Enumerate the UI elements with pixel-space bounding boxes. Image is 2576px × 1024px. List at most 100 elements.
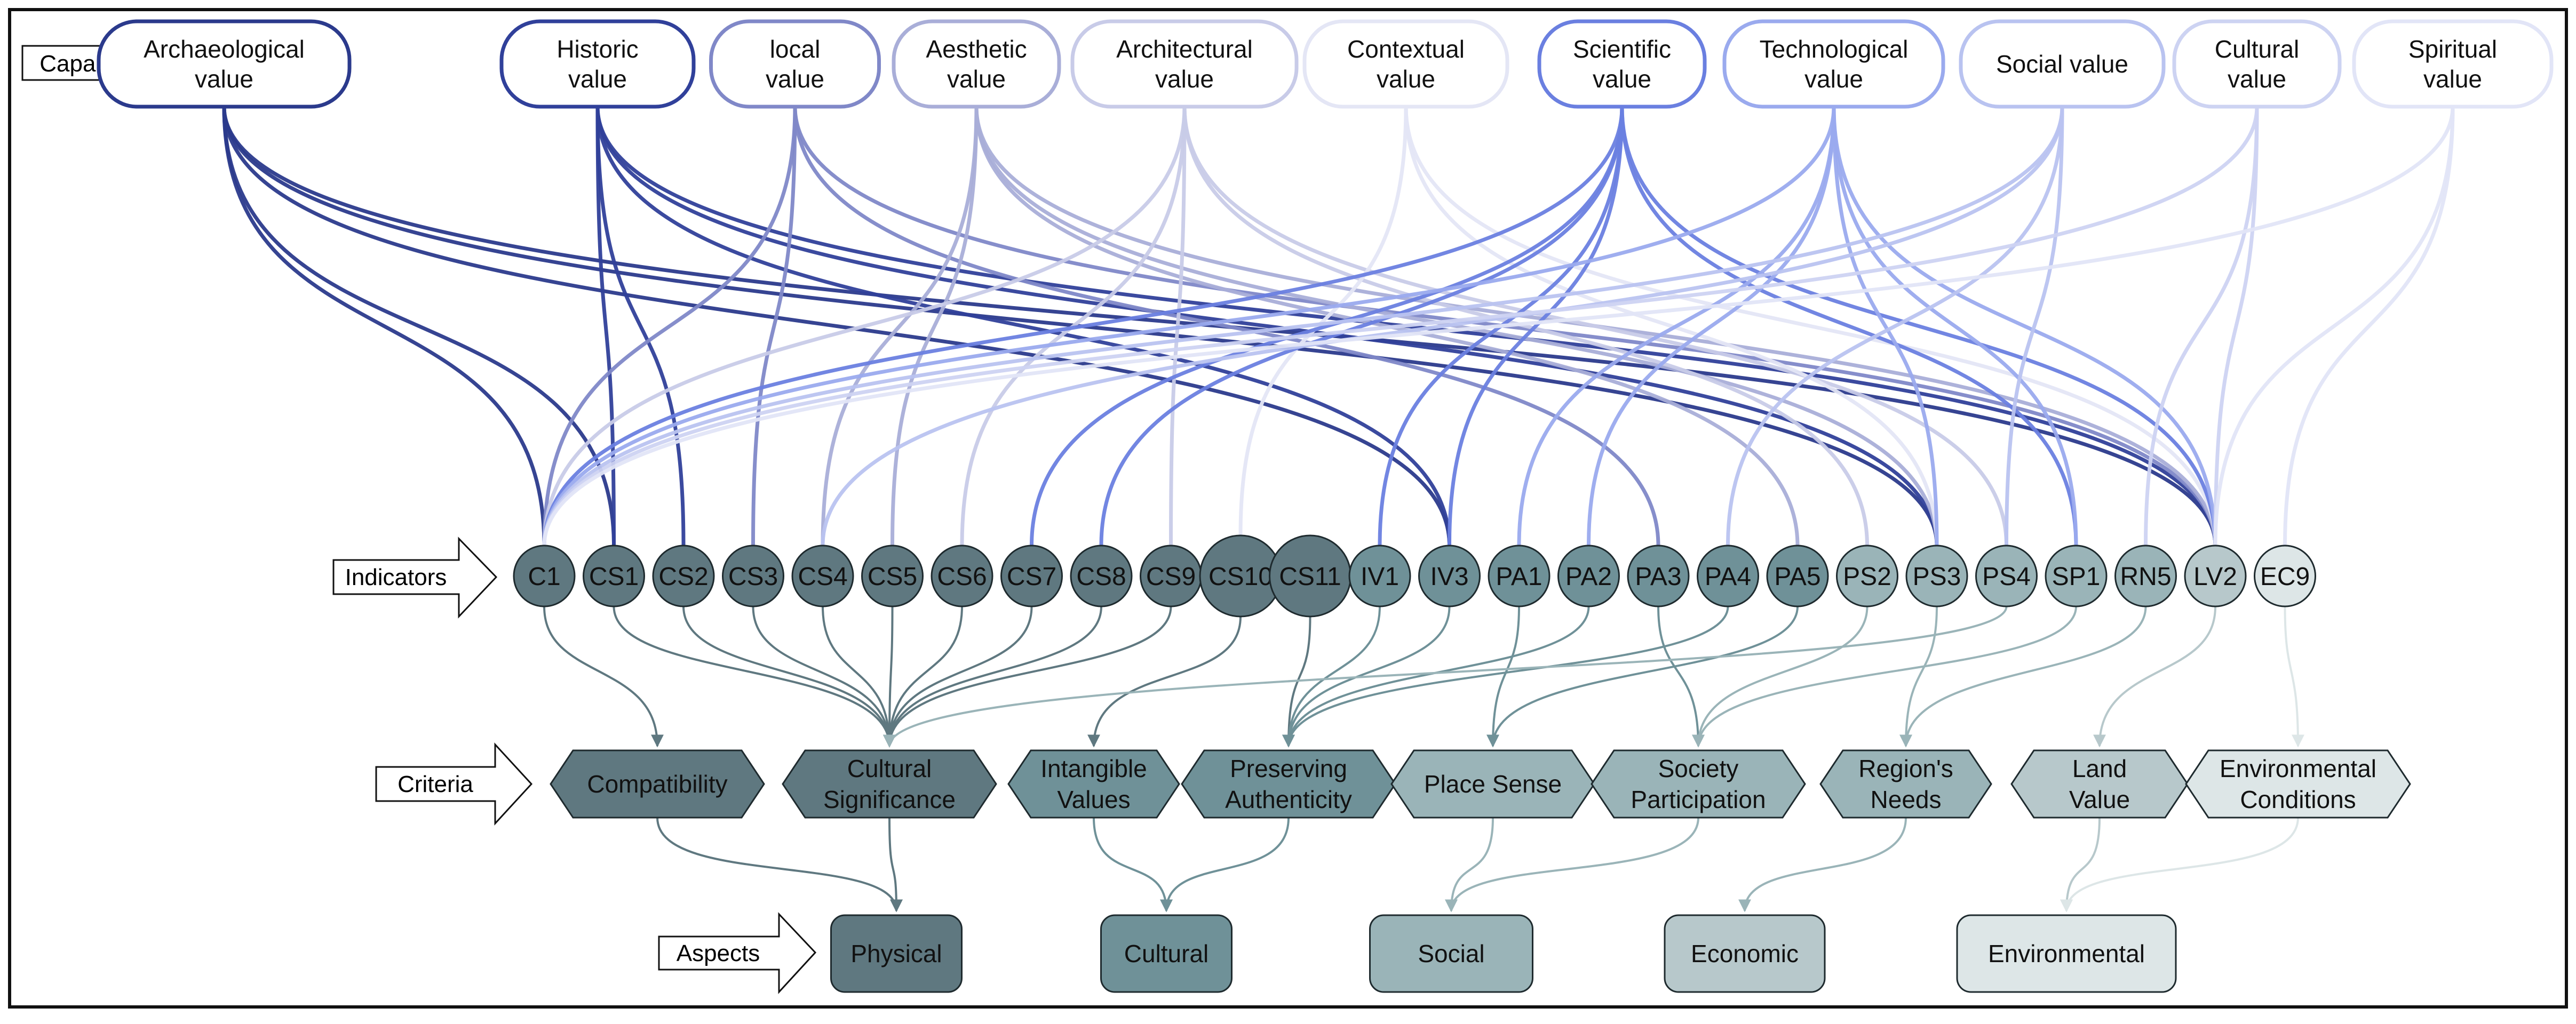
capability-aesthetic-label: value: [947, 65, 1006, 93]
criterion-environmental-conditions-label: Conditions: [2240, 786, 2356, 813]
link-cs9-to-cultural-significance: [883, 606, 1172, 748]
indicator-cs2-circle: [652, 545, 715, 607]
aspect-physical-label: Physical: [850, 940, 942, 967]
indicator-ps2-label: PS2: [1843, 563, 1891, 591]
capability-cultural-label: Cultural: [2215, 35, 2300, 63]
link-architectural-to-ps2: [1182, 106, 1869, 546]
criterion-preserving-authenticity-label: Preserving: [1230, 755, 1347, 782]
criterion-society-participation-label: Society: [1658, 755, 1739, 782]
indicator-lv2: LV2: [2184, 545, 2247, 607]
aspect-environmental: Environmental: [1956, 914, 2177, 993]
link-technological-to-c1: [542, 106, 1836, 546]
link-land-value-to-environmental: [2060, 817, 2101, 913]
link-pa1-to-place-sense: [1486, 606, 1520, 748]
criterion-land-value-label: Value: [2069, 786, 2130, 813]
criterion-land-value-label: Land: [2072, 755, 2127, 782]
criterion-compatibility: Compatibility: [550, 749, 765, 819]
indicator-rn5: RN5: [2114, 545, 2177, 607]
capability-scientific-label: value: [1593, 65, 1651, 93]
indicator-iv3: IV3: [1418, 545, 1481, 607]
indicator-rn5-label: RN5: [2120, 563, 2171, 591]
criterion-intangible-values-label: Intangible: [1040, 755, 1147, 782]
link-pa2-to-preserving-authenticity: [1282, 606, 1590, 748]
link-cs10-to-intangible-values: [1087, 616, 1242, 748]
capability-spiritual-shape: [2352, 19, 2554, 109]
indicator-iv3-label: IV3: [1430, 563, 1468, 591]
link-technological-to-ps3: [1832, 106, 1939, 546]
link-scientific-to-c1: [542, 106, 1624, 546]
aspect-physical-shape: [830, 914, 963, 993]
link-iv3-to-preserving-authenticity: [1282, 606, 1451, 748]
indicator-cs6: CS6: [931, 545, 993, 607]
criterion-regions-needs-shape: [1819, 749, 1992, 819]
link-cs2-to-cultural-significance: [682, 606, 896, 748]
indicator-sp1-label: SP1: [2052, 563, 2101, 591]
capability-social: Social value: [1959, 19, 2166, 109]
indicator-cs4-circle: [791, 545, 854, 607]
indicator-pa5-label: PA5: [1774, 563, 1820, 591]
indicator-ps4: PS4: [1975, 545, 2038, 607]
link-cs7-to-cultural-significance: [883, 606, 1033, 748]
indicator-cs3-label: CS3: [728, 563, 778, 591]
capability-architectural-shape: [1070, 19, 1299, 109]
indicator-ec9-circle: [2254, 545, 2316, 607]
capability-aesthetic-shape: [892, 19, 1061, 109]
link-architectural-to-ps4: [1182, 106, 2008, 546]
criteria-links: [656, 817, 2299, 913]
indicator-cs7: CS7: [1000, 545, 1063, 607]
link-cs1-to-cultural-significance: [613, 606, 896, 748]
capability-cultural-shape: [2172, 19, 2342, 109]
row-label-indicators-text: Indicators: [345, 564, 447, 590]
link-cs6-to-cultural-significance: [883, 606, 963, 748]
capability-local-label: local: [770, 35, 821, 63]
indicator-cs2: CS2: [652, 545, 715, 607]
indicator-ps4-label: PS4: [1982, 563, 2031, 591]
link-preserving-authenticity-to-cultural: [1160, 817, 1290, 913]
indicator-sp1: SP1: [2045, 545, 2108, 607]
criterion-environmental-conditions-shape: [2185, 749, 2411, 819]
link-lv2-to-land-value: [2093, 606, 2216, 748]
aspect-social-shape: [1369, 914, 1533, 993]
indicator-cs2-label: CS2: [658, 563, 708, 591]
indicator-c1-circle: [513, 545, 576, 607]
link-historic-to-cs2: [595, 106, 686, 546]
indicator-cs10: CS10: [1199, 534, 1282, 618]
indicator-cs7-label: CS7: [1007, 563, 1056, 591]
indicator-cs6-label: CS6: [937, 563, 987, 591]
aspect-physical: Physical: [830, 914, 963, 993]
indicator-cs8-circle: [1070, 545, 1133, 607]
indicator-iv3-circle: [1418, 545, 1481, 607]
link-environmental-conditions-to-environmental: [2060, 817, 2299, 913]
link-pa3-to-society-participation: [1657, 606, 1705, 748]
row-label-criteria: Criteria: [375, 742, 533, 826]
indicator-ec9: EC9: [2254, 545, 2316, 607]
link-aesthetic-to-cs5: [891, 106, 979, 546]
link-social-to-pa4: [1726, 106, 2064, 546]
indicator-pa3-label: PA3: [1635, 563, 1681, 591]
link-architectural-to-c1: [542, 106, 1187, 546]
indicator-cs5-circle: [861, 545, 924, 607]
aspect-environmental-shape: [1956, 914, 2177, 993]
indicator-cs4-label: CS4: [798, 563, 847, 591]
link-contextual-to-ps3: [1404, 106, 1939, 546]
criterion-environmental-conditions-label: Environmental: [2220, 755, 2376, 782]
criterion-place-sense-label: Place Sense: [1424, 770, 1562, 798]
aspect-cultural: Cultural: [1100, 914, 1233, 993]
indicator-pa3-circle: [1627, 545, 1690, 607]
capability-spiritual-label: Spiritual: [2408, 35, 2497, 63]
indicator-lv2-circle: [2184, 545, 2247, 607]
link-contextual-to-lv2: [1404, 106, 2217, 546]
indicator-ps3: PS3: [1905, 545, 1968, 607]
